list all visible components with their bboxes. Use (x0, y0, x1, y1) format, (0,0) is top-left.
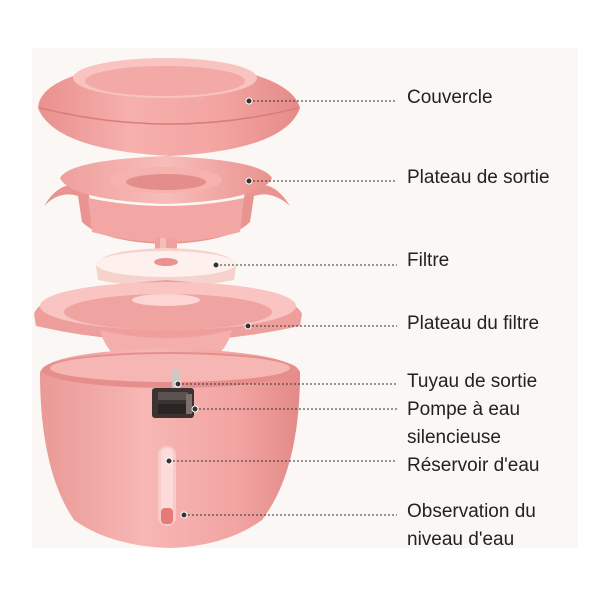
leader-lines (169, 100, 397, 516)
label-observation: Observation du niveau d'eau (407, 500, 536, 552)
label-pompe-line2: silencieuse (407, 427, 501, 448)
label-observation-line1: Observation du (407, 501, 536, 522)
reservoir-part (40, 348, 300, 548)
label-reservoir: Réservoir d'eau (407, 455, 540, 476)
dot-plateau-filtre (244, 322, 252, 330)
pump-part (152, 370, 194, 418)
label-pompe: Pompe à eau silencieuse (407, 398, 520, 450)
dot-observation (180, 511, 188, 519)
leader-dots (165, 97, 253, 519)
label-plateau-de-sortie: Plateau de sortie (407, 167, 550, 188)
label-couvercle: Couvercle (407, 87, 493, 108)
label-pompe-line1: Pompe à eau (407, 399, 521, 420)
dot-plateau-sortie (245, 177, 253, 185)
dot-tuyau (174, 380, 182, 388)
dot-filtre (212, 261, 220, 269)
dot-couvercle (245, 97, 253, 105)
lid-part (38, 58, 300, 156)
label-observation-line2: niveau d'eau (407, 529, 515, 550)
label-tuyau-de-sortie: Tuyau de sortie (407, 371, 538, 392)
dot-reservoir (165, 457, 173, 465)
dot-pompe (191, 405, 199, 413)
outlet-tray-part (44, 156, 290, 244)
label-plateau-du-filtre: Plateau du filtre (407, 313, 540, 334)
label-filtre: Filtre (407, 250, 450, 271)
